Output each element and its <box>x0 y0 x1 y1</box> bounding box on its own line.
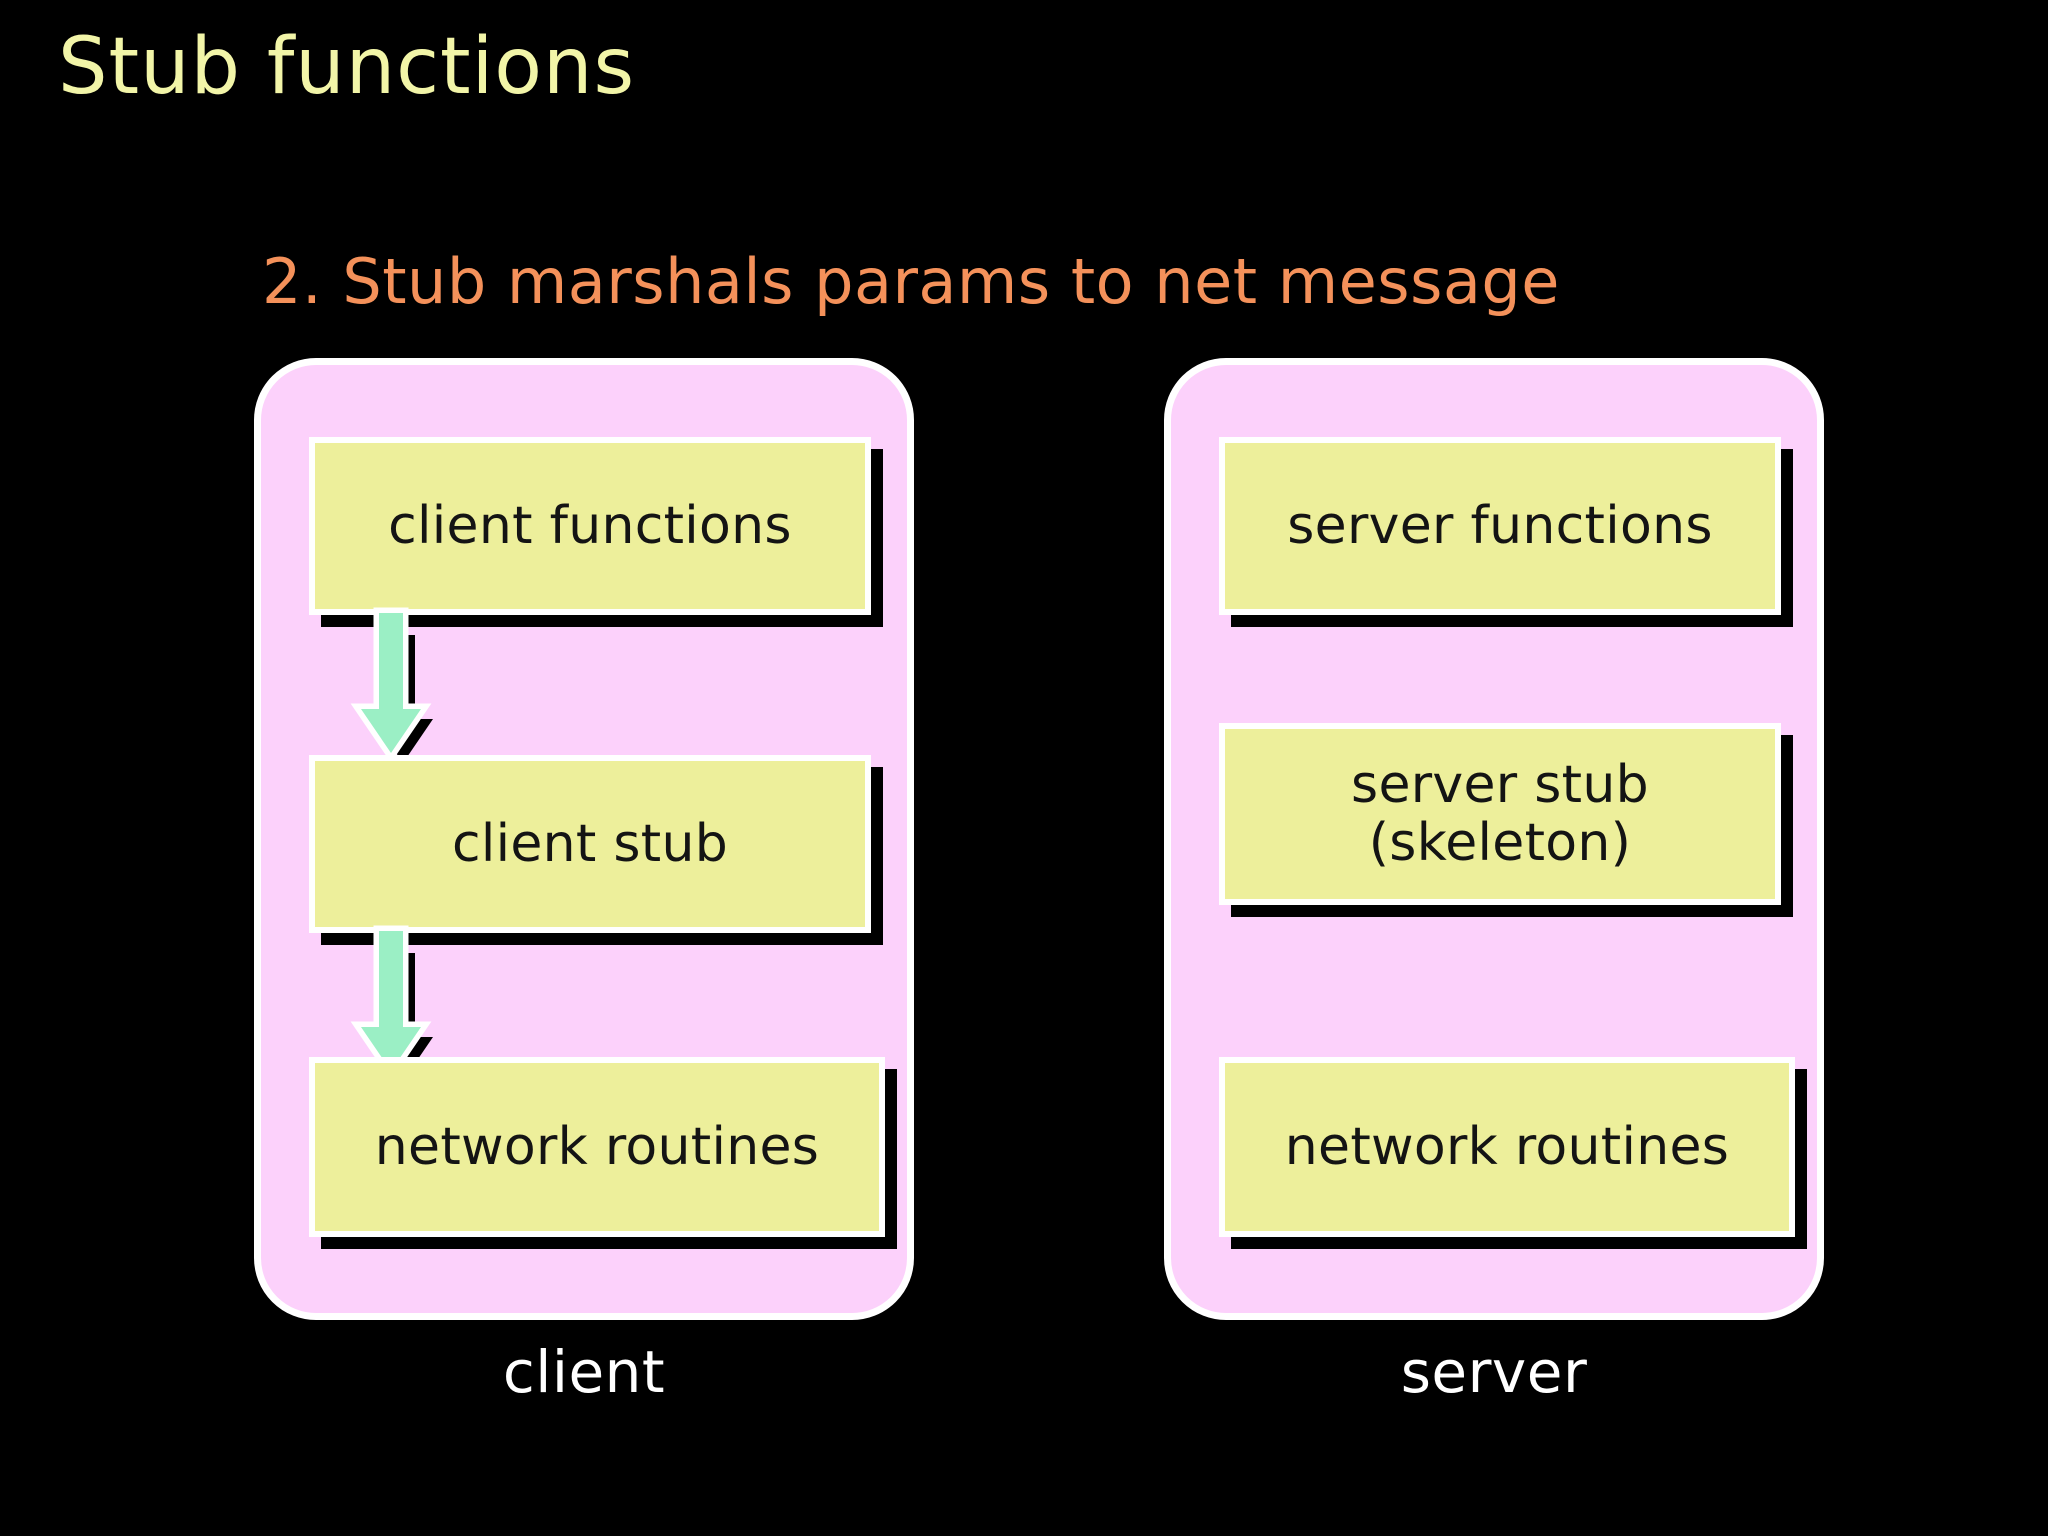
slide-subtitle: 2. Stub marshals params to net message <box>262 245 1560 318</box>
box-client-network-routines-label: network routines <box>374 1116 820 1177</box>
box-server-stub-skeleton-label: server stub (skeleton) <box>1351 754 1649 873</box>
page-title: Stub functions <box>58 22 636 112</box>
client-panel: client functions client stub network rou… <box>254 358 914 1320</box>
box-server-functions: server functions <box>1219 437 1781 615</box>
box-server-functions-label: server functions <box>1287 495 1713 556</box>
box-client-stub: client stub <box>309 755 871 933</box>
client-panel-caption: client <box>502 1338 666 1406</box>
box-client-network-routines: network routines <box>309 1057 885 1237</box>
box-server-network-routines-label: network routines <box>1284 1116 1730 1177</box>
box-server-stub-skeleton: server stub (skeleton) <box>1219 723 1781 905</box>
server-panel-caption: server <box>1400 1338 1588 1406</box>
box-client-stub-label: client stub <box>451 813 729 874</box>
arrow-client-functions-to-client-stub <box>337 607 433 763</box>
server-panel: server functions server stub (skeleton) … <box>1164 358 1824 1320</box>
box-client-functions-label: client functions <box>388 495 792 556</box>
box-client-functions: client functions <box>309 437 871 615</box>
box-server-network-routines: network routines <box>1219 1057 1795 1237</box>
arrow-client-stub-to-network-routines <box>337 925 433 1081</box>
